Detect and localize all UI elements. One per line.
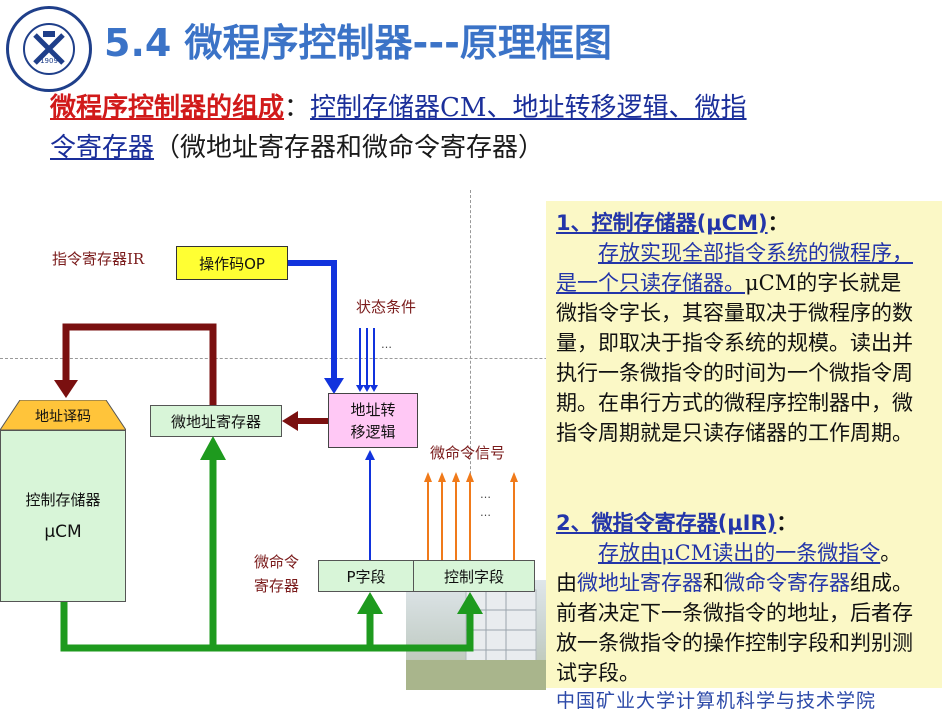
section-micro-instruction-register: 2、微指令寄存器(μIR)： 存放由μCM读出的一条微指令。由微地址寄存器和微命… — [556, 508, 922, 688]
ir-label: 指令寄存器IR — [52, 248, 144, 269]
control-store-ucm-label: μCM — [44, 516, 81, 548]
status-dots: … — [381, 338, 392, 351]
address-decoder-label: 地址译码 — [0, 406, 126, 426]
p-field-box: P字段 — [318, 560, 414, 592]
control-field-box: 控制字段 — [413, 560, 535, 592]
address-transfer-logic-line2: 移逻辑 — [350, 421, 395, 443]
section-2-micro-address-register: 微地址寄存器 — [577, 571, 703, 595]
opcode-box: 操作码OP — [176, 246, 288, 280]
micro-address-register-box: 微地址寄存器 — [150, 405, 282, 437]
micro-command-register-label-2: 寄存器 — [254, 577, 299, 595]
address-transfer-logic-box: 地址转 移逻辑 — [328, 393, 418, 448]
micro-command-register-label: 微命令 寄存器 — [254, 550, 299, 598]
section-2-heading: 2、微指令寄存器(μIR) — [556, 511, 776, 535]
control-store-label: 控制存储器 — [25, 484, 100, 516]
section-1-body: μCM的字长就是微指令字长，其容量取决于微程序的数量，即取决于指令系统的规模。读… — [556, 271, 913, 445]
section-1-heading: 1、控制存储器(μCM) — [556, 211, 768, 235]
address-transfer-logic-line1: 地址转 — [350, 399, 395, 421]
micro-command-register-label-1: 微命令 — [254, 553, 299, 571]
section-control-store: 1、控制存储器(μCM)： 存放实现全部指令系统的微程序，是一个只读存储器。μC… — [556, 208, 922, 448]
section-2-micro-command-register: 微命令寄存器 — [724, 571, 850, 595]
footer-institution: 中国矿业大学计算机科学与技术学院 — [556, 686, 936, 713]
control-store-box: 控制存储器 μCM — [0, 430, 126, 602]
address-decoder: 地址译码 — [0, 400, 126, 430]
status-label: 状态条件 — [356, 296, 416, 317]
micro-command-signal-label: 微命令信号 — [430, 442, 505, 463]
section-2-colon: ： — [776, 510, 797, 535]
signal-dots-2: … — [480, 506, 491, 519]
section-1-colon: ： — [768, 210, 789, 235]
section-2-highlight: 存放由μCM读出的一条微指令 — [598, 541, 880, 565]
section-2-body-2: 和 — [703, 571, 724, 595]
signal-dots-1: … — [480, 488, 491, 501]
